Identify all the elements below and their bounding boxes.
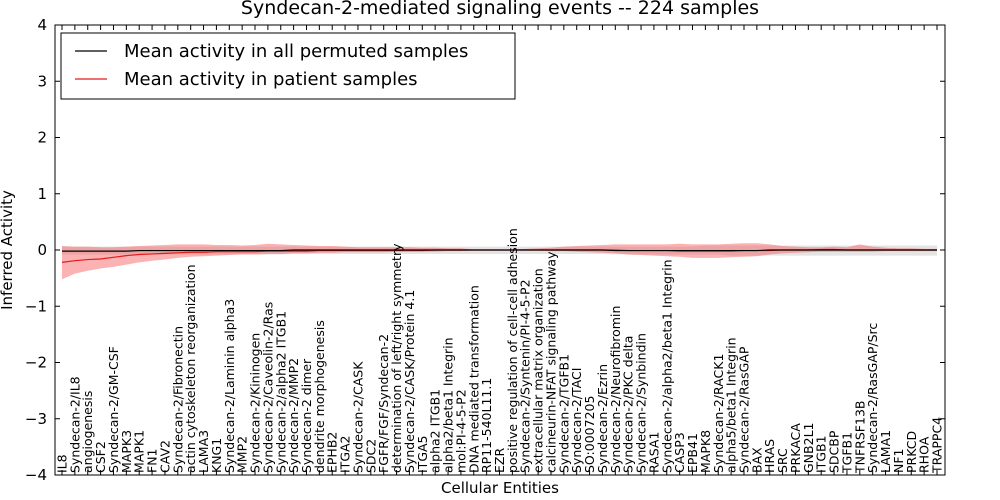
category-label: determination of left/right symmetry (389, 243, 404, 473)
category-label: Syndecan-2/IL8 (67, 376, 82, 473)
y-tick-label: −4 (25, 466, 47, 484)
category-label: PRKCD (904, 431, 919, 473)
category-label: alpha5/beta1 Integrin (724, 337, 739, 473)
category-label: MAPK3 (119, 430, 134, 473)
category-label: Syndecan-2/Synbindin (634, 333, 649, 473)
category-label: ITGA2 (338, 435, 353, 473)
category-label: FN1 (145, 449, 160, 474)
x-axis-label: Cellular Entities (441, 479, 559, 497)
category-label: ITGA5 (415, 435, 430, 473)
category-label: positive regulation of cell-cell adhesio… (505, 228, 520, 473)
y-tick-label: −1 (25, 297, 47, 315)
category-label: NF1 (891, 449, 906, 474)
y-tick-label: 1 (37, 185, 47, 203)
category-label: TGFB1 (839, 432, 854, 474)
category-label: Syndecan-2/GM-CSF (106, 346, 121, 473)
legend: Mean activity in all permuted samples Me… (60, 32, 516, 100)
category-label: ITGB1 (814, 435, 829, 473)
category-label: PRKACA (788, 423, 803, 473)
category-label: FGFR/FGF/Syndecan-2 (376, 334, 391, 473)
category-label: Syndecan-2/CASK (350, 361, 365, 473)
category-label: dendrite morphogenesis (312, 320, 327, 473)
category-label: BAX (749, 447, 764, 473)
legend-label-patient: Mean activity in patient samples (124, 69, 418, 90)
category-label: CAV2 (157, 440, 172, 473)
category-label: TNFRSF13B (852, 401, 867, 474)
category-label: Syndecan-2/Fibronectin (170, 326, 185, 473)
category-label: alpha2/beta1 Integrin (441, 337, 456, 473)
category-label: RP11-540L11.1 (479, 378, 494, 473)
category-label: alpha2 ITGB1 (428, 389, 443, 473)
category-label: RASA1 (646, 432, 661, 473)
y-tick-label: 3 (37, 72, 47, 90)
category-label: LAMA1 (878, 430, 893, 473)
category-label: MMP2 (235, 436, 250, 473)
category-label: CSF2 (93, 441, 108, 473)
category-label: extracellular matrix organization (531, 268, 546, 473)
category-label: Syndecan-2/alpha2 ITGB1 (273, 311, 288, 473)
category-label: Syndecan-2/Neurofibromin (608, 306, 623, 473)
category-label: Syndecan-2/CASK/Protein 4.1 (402, 290, 417, 473)
series-lines (61, 248, 937, 263)
category-label: SDCBP (827, 430, 842, 473)
x-axis-categories: IL8Syndecan-2/IL8angiogenesisCSF2Syndeca… (55, 25, 945, 475)
category-label: GNB2L1 (801, 423, 816, 473)
category-label: TRAPPC4 (930, 417, 945, 474)
category-label: angiogenesis (80, 391, 95, 473)
y-axis-ticks: −4 −3 −2 −1 0 1 2 3 4 (25, 16, 945, 484)
category-label: Syndecan-2/PKC delta (621, 336, 636, 473)
category-label: KNG1 (209, 438, 224, 473)
category-label: calcineurin-NFAT signaling pathway (543, 251, 558, 473)
y-tick-label: 4 (37, 16, 47, 34)
category-label: MAPK1 (132, 430, 147, 473)
category-label: Syndecan-2/Kininogen (248, 333, 263, 473)
category-label: SO:0007205 (582, 396, 597, 473)
y-tick-label: −3 (25, 410, 47, 428)
y-tick-label: 2 (37, 129, 47, 147)
category-label: MAPK8 (698, 430, 713, 473)
category-label: Syndecan-2/Ezrin (595, 364, 610, 473)
line-series-0 (62, 249, 937, 252)
category-label: EZR (492, 448, 507, 473)
category-label: EPB41 (685, 433, 700, 473)
category-label: SRC (775, 448, 790, 473)
y-tick-label: −2 (25, 354, 47, 372)
category-label: Syndecan-2/Syntenin/PI-4-5-P2 (518, 279, 533, 473)
category-label: Syndecan-2 dimer (299, 358, 314, 473)
category-label: mol:PI-4-5-P2 (453, 389, 468, 473)
category-label: RHOA (917, 436, 932, 473)
category-label: Syndecan-2/MMP2 (286, 358, 301, 473)
category-label: Syndecan-2/alpha2/beta1 Integrin (659, 259, 674, 473)
band-series-1 (62, 243, 937, 280)
category-label: Syndecan-2/RasGAP/Src (865, 323, 880, 473)
legend-label-permuted: Mean activity in all permuted samples (124, 41, 468, 62)
category-label: Syndecan-2/Caveolin-2/Ras (260, 302, 275, 473)
category-label: Syndecan-2/Laminin alpha3 (222, 299, 237, 473)
category-label: LAMA3 (196, 430, 211, 473)
category-label: Syndecan-2/RACK1 (711, 354, 726, 473)
category-label: Syndecan-2/TACI (569, 368, 584, 473)
category-label: actin cytoskeleton reorganization (183, 264, 198, 473)
category-label: IL8 (55, 454, 70, 473)
chart-title: Syndecan-2-mediated signaling events -- … (241, 0, 759, 19)
category-label: HRAS (762, 439, 777, 473)
category-label: Syndecan-2/RasGAP (736, 346, 751, 473)
category-label: CASP3 (672, 432, 687, 473)
category-label: EPHB2 (325, 432, 340, 473)
y-axis-label: Inferred Activity (0, 190, 16, 310)
category-label: DNA mediated transformation (466, 285, 481, 473)
legend-box (60, 32, 516, 100)
category-label: Syndecan-2/TGFB1 (556, 354, 571, 473)
y-tick-label: 0 (37, 241, 47, 259)
category-label: SDC2 (363, 439, 378, 473)
